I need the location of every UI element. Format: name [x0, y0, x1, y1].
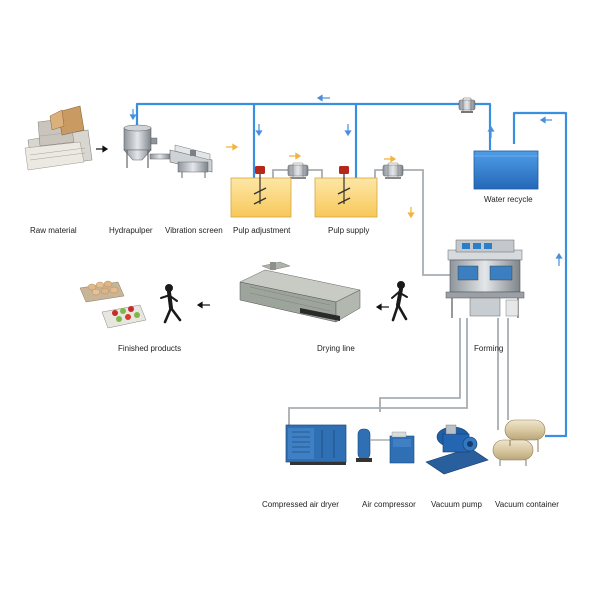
pulp-adjustment-tank-icon	[230, 166, 292, 218]
water-pipe-top	[135, 102, 460, 128]
label-compressed-air-dryer: Compressed air dryer	[262, 500, 339, 509]
arrow-up-return	[555, 252, 563, 266]
label-vibration-screen: Vibration screen	[165, 226, 223, 235]
label-pulp-adjustment: Pulp adjustment	[233, 226, 291, 235]
arrow-down-adjustment	[255, 124, 263, 137]
utility-pipe-1	[379, 318, 461, 412]
hydrapulper-icon	[123, 124, 158, 168]
utility-pipe-2	[288, 318, 468, 426]
arrow-down-hydrapulper	[129, 109, 137, 121]
forming-machine-icon	[445, 239, 525, 318]
vacuum-pump-icon	[425, 424, 489, 475]
arrow-left-top	[316, 94, 330, 102]
label-hydrapulper: Hydrapulper	[109, 226, 153, 235]
label-raw-material: Raw material	[30, 226, 77, 235]
worker-icon-forming	[391, 281, 408, 322]
label-drying-line: Drying line	[317, 344, 355, 353]
pipe-pump-2	[382, 162, 404, 179]
arrow-down-supply	[344, 124, 352, 137]
arrow-supply-out	[384, 155, 397, 163]
pipe-pump-top	[458, 97, 476, 113]
arrow-up-recycle	[487, 125, 495, 138]
pulp-flow-arrows	[226, 143, 415, 219]
label-finished-products: Finished products	[118, 344, 182, 353]
compressed-air-dryer-icon	[285, 424, 347, 465]
arrow-adj-to-supply	[289, 152, 302, 160]
raw-material-icon	[24, 105, 93, 171]
pulp-pipe-adj-out	[272, 169, 288, 178]
label-pulp-supply: Pulp supply	[328, 226, 370, 235]
label-vacuum-container: Vacuum container	[495, 500, 559, 509]
pulp-pipe-supply-out	[374, 169, 384, 178]
process-arrows	[196, 301, 389, 311]
label-water-recycle: Water recycle	[484, 195, 533, 204]
worker-icon-finished	[160, 284, 182, 324]
finished-products-icon	[79, 280, 147, 329]
pulp-supply-tank-icon	[314, 166, 378, 218]
water-flow-arrows	[129, 94, 563, 266]
vibration-screen-icon	[149, 144, 213, 178]
label-forming: Forming	[474, 344, 504, 353]
water-pipe-return	[512, 111, 568, 438]
pulp-pipe-supply-in	[308, 169, 323, 178]
label-vacuum-pump: Vacuum pump	[431, 500, 482, 509]
arrow-screen-to-adj	[226, 143, 239, 151]
arrow-down-forming	[407, 207, 415, 219]
air-compressor-icon	[356, 428, 415, 464]
arrow-to-finished	[196, 301, 210, 309]
pulp-pipe-to-forming	[402, 169, 450, 276]
arrow-forming-to-worker	[375, 303, 389, 311]
pulp-pipe-network	[272, 169, 509, 430]
drying-line-icon	[239, 261, 361, 323]
water-recycle-tank-icon	[473, 150, 539, 190]
arrow-left-return	[539, 116, 552, 124]
vacuum-container-icon	[492, 419, 546, 466]
water-pipe-to-recycle	[475, 102, 492, 150]
label-air-compressor: Air compressor	[362, 500, 416, 509]
pipe-pump-1	[287, 162, 309, 179]
water-pipe-network	[135, 102, 568, 438]
arrow-raw-to-pulper	[96, 145, 109, 153]
